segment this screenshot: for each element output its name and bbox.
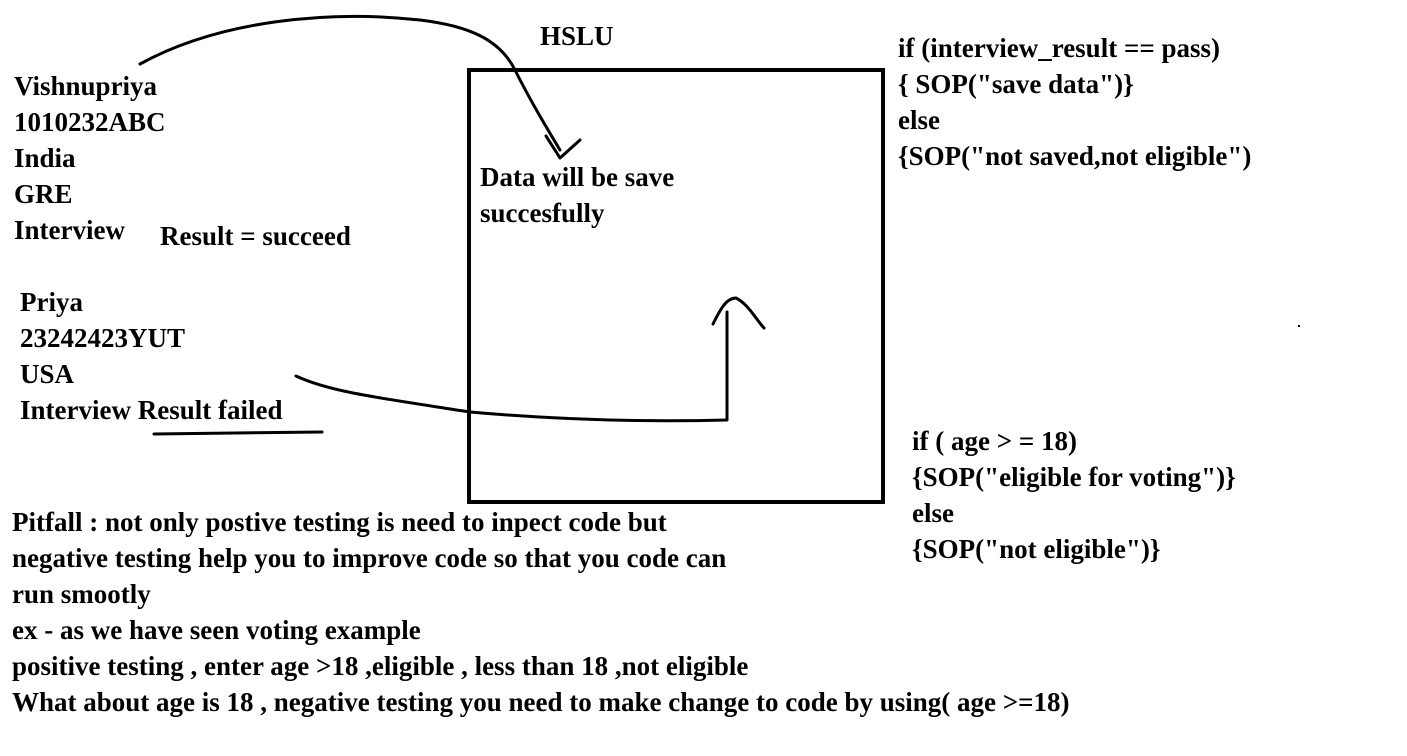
code1-line-3: else <box>898 105 940 135</box>
person1-interview: Interview <box>14 215 125 245</box>
code1-line-1: if (interview_result == pass) <box>898 33 1220 63</box>
notes-line-3: run smootly <box>12 579 151 609</box>
code2-line-3: else <box>912 498 954 528</box>
person2-name: Priya <box>20 287 83 317</box>
notes-line-6: What about age is 18 , negative testing … <box>12 687 1070 717</box>
stray-dot <box>1298 325 1300 327</box>
notes-line-4: ex - as we have seen voting example <box>12 615 421 645</box>
code-block-interview: if (interview_result == pass) { SOP("sav… <box>898 30 1251 174</box>
failed-underline <box>152 430 324 436</box>
code-block-age: if ( age > = 18) {SOP("eligible for voti… <box>912 423 1236 567</box>
notes-line-2: negative testing help you to improve cod… <box>12 543 727 573</box>
box-message: Data will be save succesfully <box>480 159 674 231</box>
person2-block: Priya 23242423YUT USA Interview Result f… <box>20 284 282 428</box>
code1-line-4: {SOP("not saved,not eligible") <box>898 141 1252 171</box>
person2-interview: Interview <box>20 395 138 425</box>
person1-id: 1010232ABC <box>14 107 166 137</box>
notes-line-1: Pitfall : not only postive testing is ne… <box>12 507 667 537</box>
person1-name: Vishnupriya <box>14 71 158 101</box>
notes-line-5: positive testing , enter age >18 ,eligib… <box>12 651 749 681</box>
person1-country: India <box>14 143 76 173</box>
person2-interview-line: Interview Result failed <box>20 392 282 428</box>
person2-id: 23242423YUT <box>20 323 186 353</box>
box-message-line-2: succesfully <box>480 198 605 228</box>
hslu-title: HSLU <box>540 21 614 51</box>
code1-line-2: { SOP("save data")} <box>898 69 1134 99</box>
notes-block: Pitfall : not only postive testing is ne… <box>12 504 1070 720</box>
person2-country: USA <box>20 359 75 389</box>
person1-result: Result = succeed <box>160 221 351 251</box>
code2-line-1: if ( age > = 18) <box>912 426 1077 456</box>
code2-line-4: {SOP("not eligible")} <box>912 534 1161 564</box>
person2-result: Result failed <box>137 395 283 425</box>
person1-block: Vishnupriya 1010232ABC India GRE Intervi… <box>14 68 166 248</box>
box-message-line-1: Data will be save <box>480 162 675 192</box>
person1-exam: GRE <box>14 179 73 209</box>
hslu-box <box>467 68 885 504</box>
code2-line-2: {SOP("eligible for voting")} <box>912 462 1236 492</box>
